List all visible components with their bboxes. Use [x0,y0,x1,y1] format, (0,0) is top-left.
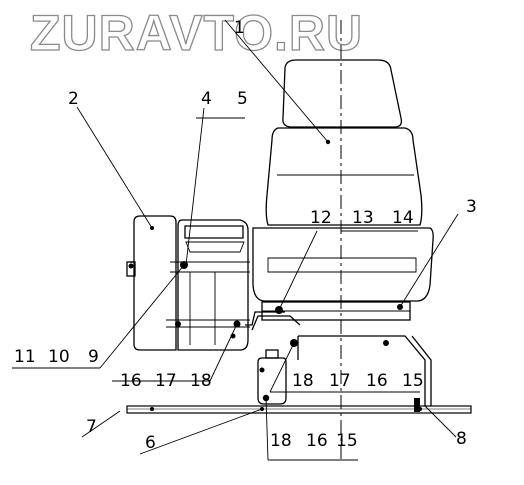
callout-4: 4 [201,89,212,109]
callout-12: 12 [310,208,332,228]
callout-3: 3 [466,197,477,217]
callout-16-left: 16 [120,371,142,391]
callout-13: 13 [352,208,374,228]
air-line [245,311,301,331]
callout-18-right: 18 [292,371,314,391]
callout-9: 9 [88,347,99,367]
callout-1: 1 [234,18,245,38]
seat-cushion [252,227,434,302]
air-reservoir [257,349,287,405]
callout-6: 6 [145,433,156,453]
callout-8: 8 [456,429,467,449]
callout-17-right: 17 [329,371,351,391]
seat-backrest [265,59,423,226]
callout-16-bottom: 16 [306,431,328,451]
callout-14: 14 [392,208,414,228]
callout-2: 2 [68,89,79,109]
floor-panel [126,405,472,414]
callout-16-right: 16 [366,371,388,391]
callout-15-right: 15 [402,371,424,391]
callout-10: 10 [48,347,70,367]
callout-18-left: 18 [190,371,212,391]
seat-base-frame [290,335,432,412]
seat-rail [261,301,411,321]
callout-labels: 1 2 3 4 5 6 7 8 9 10 11 12 13 14 15 15 1… [14,18,477,453]
side-box [126,215,177,351]
callout-11: 11 [14,347,36,367]
callout-15-bottom: 15 [336,431,358,451]
watermark-logo: ZURAVTO.RU [30,5,363,61]
callout-18-bottom: 18 [270,431,292,451]
leader-lines [12,19,459,461]
callout-17-left: 17 [155,371,177,391]
callout-5: 5 [237,89,248,109]
control-unit [166,219,250,351]
callout-7: 7 [86,417,97,437]
